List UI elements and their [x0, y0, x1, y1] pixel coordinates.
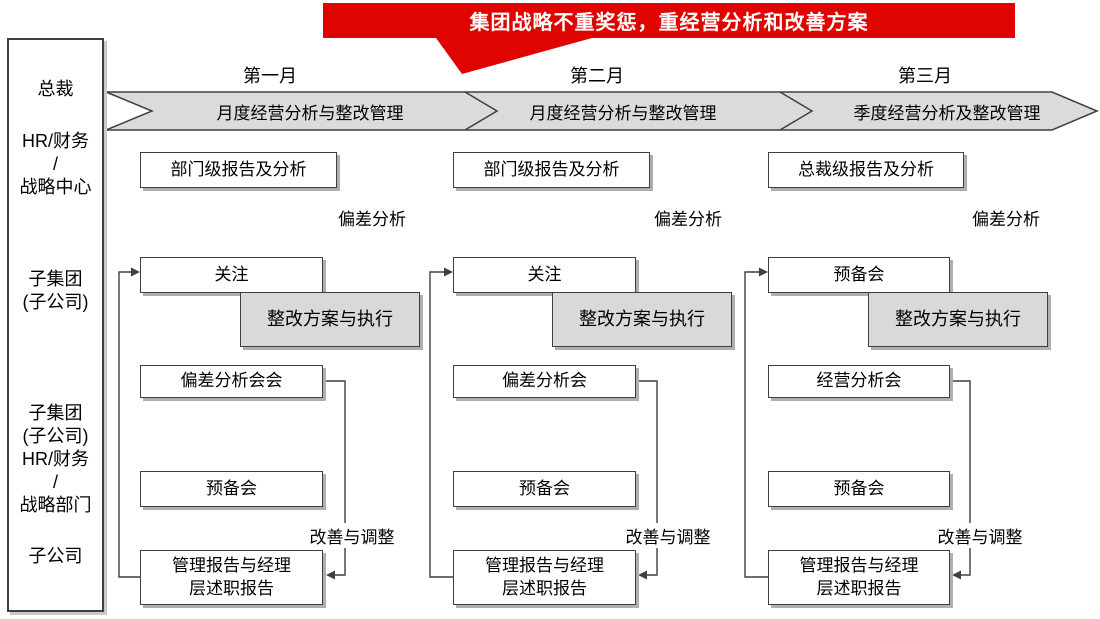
- report-box-3: 总裁级报告及分析: [768, 152, 964, 188]
- phase-label-2: 月度经营分析与整改管理: [529, 103, 717, 123]
- sidebar-row-president: 总裁: [37, 79, 74, 99]
- deviation-label-1: 偏差分析: [338, 210, 406, 229]
- focus-box-2: 关注: [453, 257, 636, 293]
- strategy-banner: 集团战略不重奖惩，重经营分析和改善方案: [323, 3, 1015, 38]
- meeting-box-3: 经营分析会: [768, 365, 950, 398]
- month-label-1: 第一月: [243, 66, 297, 86]
- banner-tail: [436, 38, 592, 74]
- timeline-start-notch: [105, 90, 154, 132]
- month-label-3: 第三月: [898, 66, 952, 86]
- prep-box-3: 预备会: [768, 471, 950, 507]
- timeline-chevron-2: [779, 91, 814, 131]
- phase-label-1: 月度经营分析与整改管理: [216, 103, 404, 123]
- plan-box-2: 整改方案与执行: [552, 292, 732, 347]
- focus-box-3: 预备会: [768, 257, 950, 293]
- adjust-label-1: 改善与调整: [292, 523, 412, 548]
- sidebar-row-subgroup-dept: 子集团 (子公司) HR/财务 / 战略部门: [19, 403, 92, 515]
- meeting-box-2: 偏差分析会: [453, 365, 636, 398]
- strategy-banner-text: 集团战略不重奖惩，重经营分析和改善方案: [469, 12, 869, 34]
- mgmt-report-box-2: 管理报告与经理 层述职报告: [453, 550, 636, 605]
- meeting-box-1: 偏差分析会会: [140, 365, 323, 398]
- deviation-label-3: 偏差分析: [972, 210, 1040, 229]
- focus-box-1: 关注: [140, 257, 323, 293]
- adjust-label-3: 改善与调整: [920, 523, 1040, 548]
- plan-box-3: 整改方案与执行: [868, 292, 1048, 347]
- org-sidebar: 总裁 HR/财务 / 战略中心 子集团 (子公司) 子集团 (子公司) HR/财…: [7, 38, 104, 612]
- mgmt-report-box-3: 管理报告与经理 层述职报告: [768, 550, 950, 605]
- prep-box-1: 预备会: [140, 471, 323, 507]
- sidebar-row-subsidiary: 子公司: [28, 546, 83, 566]
- report-box-1: 部门级报告及分析: [140, 152, 337, 188]
- plan-box-1: 整改方案与执行: [240, 292, 420, 347]
- month-label-2: 第二月: [570, 66, 624, 86]
- sidebar-row-hr-strategy: HR/财务 / 战略中心: [19, 131, 92, 197]
- phase-label-3: 季度经营分析及整改管理: [853, 103, 1041, 123]
- mgmt-report-box-1: 管理报告与经理 层述职报告: [140, 550, 323, 605]
- adjust-label-2: 改善与调整: [608, 523, 728, 548]
- report-box-2: 部门级报告及分析: [453, 152, 650, 188]
- timeline-chevron-1: [464, 91, 499, 131]
- prep-box-2: 预备会: [453, 471, 636, 507]
- sidebar-row-subgroup: 子集团 (子公司): [22, 269, 89, 312]
- deviation-label-2: 偏差分析: [654, 210, 722, 229]
